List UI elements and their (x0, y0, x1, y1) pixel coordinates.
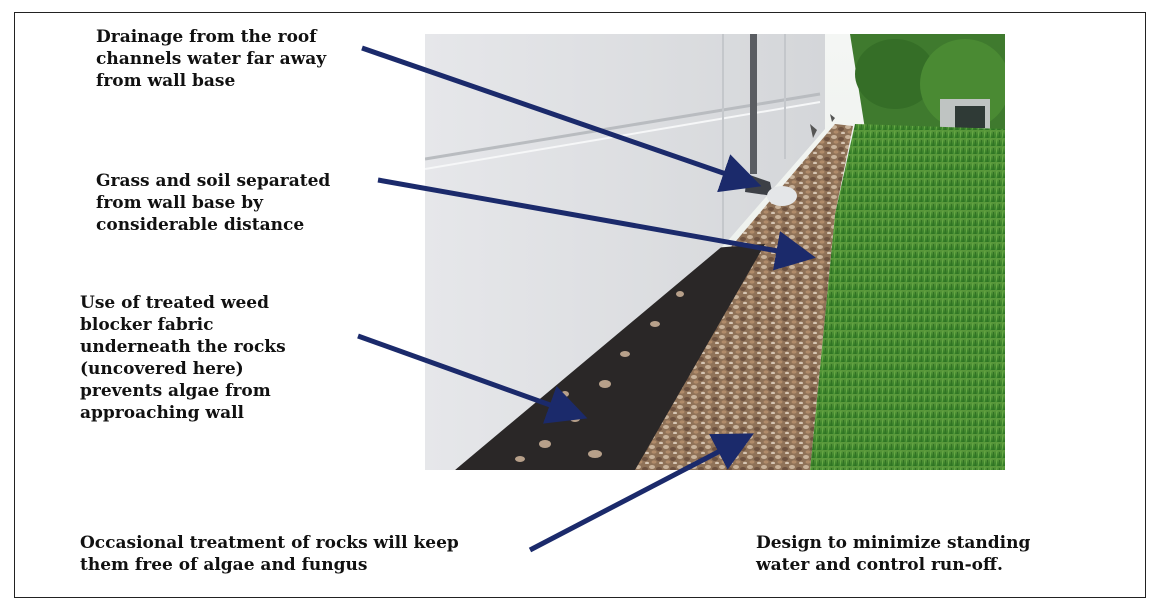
grass-soil-annotation: Grass and soil separated from wall base … (96, 171, 331, 235)
building-wall-photo (425, 34, 1005, 470)
drainage-annotation: Drainage from the roof channels water fa… (96, 27, 327, 91)
weed-fabric-annotation: Use of treated weed blocker fabric under… (80, 293, 286, 423)
rock-treatment-annotation: Occasional treatment of rocks will keep … (80, 533, 459, 575)
design-note: Design to minimize standing water and co… (756, 533, 1031, 575)
